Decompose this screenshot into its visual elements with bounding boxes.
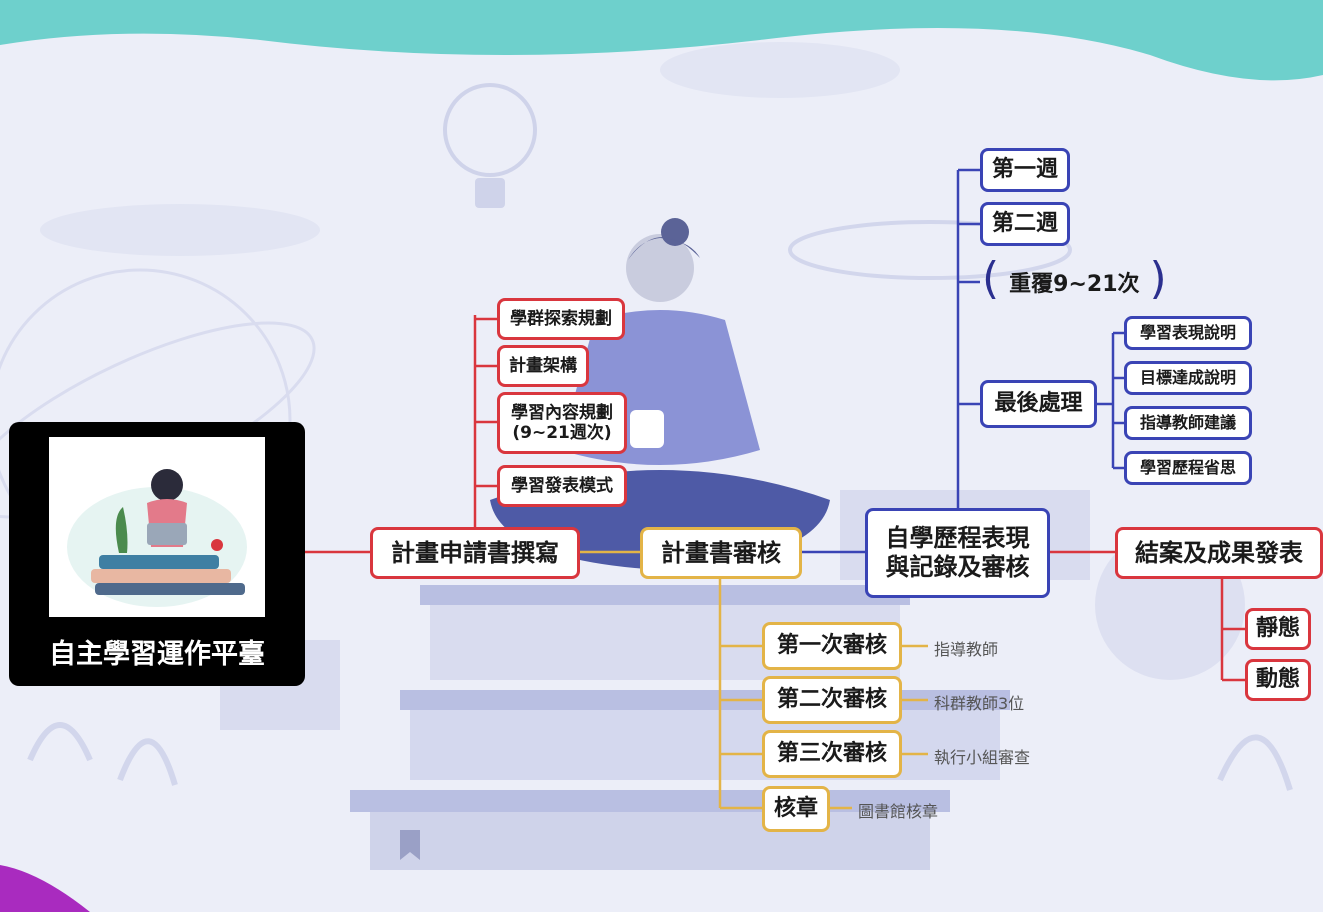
node-record-line-2: 與記錄及審核 — [885, 553, 1030, 581]
review-second-note: 科群教師3位 — [934, 694, 1025, 713]
studying-person-image — [67, 469, 247, 607]
item-content-planning-weeks: (9~21週次) — [512, 423, 612, 443]
review-third-label: 第三次審核 — [776, 740, 887, 766]
close-connectors — [1050, 550, 1245, 682]
platform-title: 自主學習運作平臺 — [49, 639, 265, 670]
review-first-note: 指導教師 — [934, 640, 999, 659]
node-closing-presentation: 結案及成果發表 — [1115, 527, 1323, 579]
record-week-2-label: 第二週 — [991, 210, 1058, 236]
final-item-goals: 目標達成說明 — [1124, 361, 1252, 395]
node-self-learning-record: 自學歷程表現 與記錄及審核 — [865, 508, 1050, 598]
lightbulb-icon — [443, 83, 537, 177]
write-connectors — [305, 315, 497, 554]
cloud-shape — [660, 42, 900, 98]
review-connectors — [580, 550, 928, 810]
item-group-exploration-label: 學群探索規劃 — [510, 308, 612, 329]
corner-wave — [0, 865, 90, 912]
final-item-reflection: 學習歷程省思 — [1124, 451, 1252, 485]
lightbulb-base — [475, 178, 505, 208]
record-week-2: 第二週 — [980, 202, 1070, 246]
review-second-label: 第二次審核 — [776, 686, 887, 712]
close-static-label: 靜態 — [1255, 615, 1300, 641]
record-final-label: 最後處理 — [994, 390, 1083, 416]
item-plan-structure: 計畫架構 — [497, 345, 589, 387]
item-content-planning: 學習內容規劃 (9~21週次) — [497, 392, 627, 454]
review-first-label: 第一次審核 — [776, 632, 887, 658]
top-wave-band — [0, 0, 1323, 81]
final-item-advisor: 指導教師建議 — [1124, 406, 1252, 440]
record-repeat-label: 重覆9~21次 — [1009, 272, 1140, 297]
close-dynamic: 動態 — [1245, 659, 1311, 701]
item-content-planning-label: 學習內容規劃 — [511, 402, 613, 423]
node-plan-writing-label: 計畫申請書撰寫 — [391, 538, 559, 567]
node-plan-writing: 計畫申請書撰寫 — [370, 527, 580, 579]
record-week-1-label: 第一週 — [991, 156, 1058, 182]
final-item-advisor-label: 指導教師建議 — [1139, 413, 1236, 433]
final-item-goals-label: 目標達成說明 — [1139, 368, 1236, 388]
bookmark-ribbon — [400, 830, 420, 860]
node-record-line-1: 自學歷程表現 — [885, 524, 1030, 553]
review-seal-note: 圖書館核章 — [858, 802, 939, 821]
record-final: 最後處理 — [980, 380, 1097, 428]
final-item-performance-label: 學習表現說明 — [1139, 323, 1236, 343]
record-repeat: ( 重覆9~21次 ) — [982, 253, 1167, 306]
plant-leaves — [1217, 734, 1293, 791]
final-item-performance: 學習表現說明 — [1124, 316, 1252, 350]
platform-illustration — [49, 437, 265, 617]
close-static: 靜態 — [1245, 608, 1311, 650]
review-first: 第一次審核 — [762, 622, 902, 670]
plant-leaves — [27, 722, 178, 786]
record-week-1: 第一週 — [980, 148, 1070, 192]
item-group-exploration: 學群探索規劃 — [497, 298, 625, 340]
planet-ring — [788, 220, 1072, 280]
cloud-shape — [40, 204, 320, 256]
open-paren-glyph: ( — [982, 253, 1000, 304]
close-dynamic-label: 動態 — [1255, 666, 1300, 692]
platform-card: 自主學習運作平臺 — [9, 422, 305, 686]
record-connectors — [802, 168, 1124, 554]
node-plan-review: 計畫書審核 — [640, 527, 802, 579]
review-seal-label: 核章 — [773, 795, 818, 821]
review-third: 第三次審核 — [762, 730, 902, 778]
node-closing-label: 結案及成果發表 — [1135, 538, 1303, 567]
review-seal: 核章 — [762, 786, 830, 832]
final-item-reflection-label: 學習歷程省思 — [1139, 458, 1236, 478]
node-plan-review-label: 計畫書審核 — [661, 538, 781, 567]
item-plan-structure-label: 計畫架構 — [509, 355, 577, 376]
item-presentation-mode-label: 學習發表模式 — [511, 475, 613, 496]
close-paren-glyph: ) — [1149, 253, 1167, 304]
review-second: 第二次審核 — [762, 676, 902, 724]
item-presentation-mode: 學習發表模式 — [497, 465, 627, 507]
review-third-note: 執行小組審查 — [934, 748, 1031, 767]
